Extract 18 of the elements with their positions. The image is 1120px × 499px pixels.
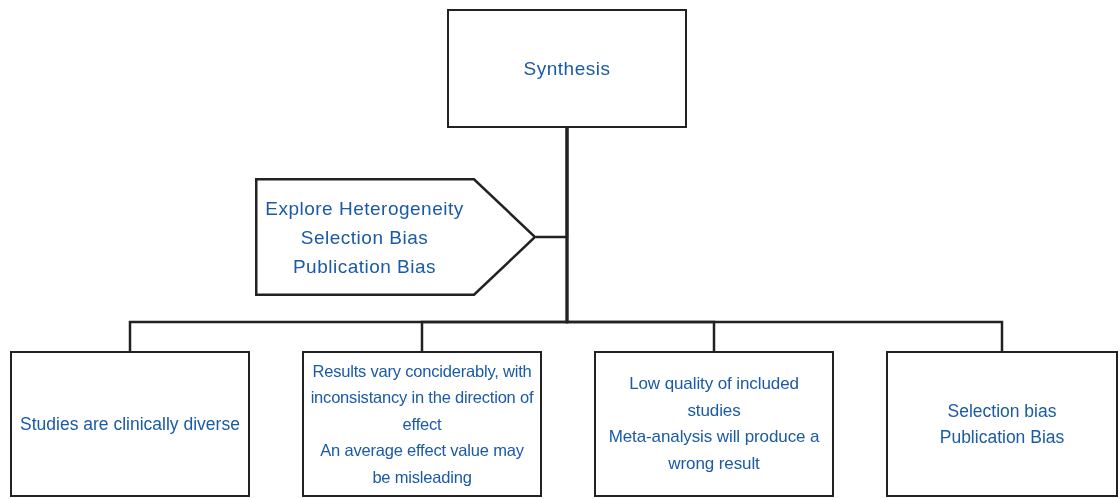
- process-box: [886, 351, 1118, 497]
- node-text: Meta-analysis will produce a wrong result: [607, 426, 821, 475]
- connector-line: [565, 128, 1004, 351]
- node-text: Synthesis: [523, 56, 611, 81]
- process-box: [447, 9, 687, 128]
- node-text: Selection bias: [947, 399, 1057, 423]
- node-text: Publication Bias: [939, 426, 1065, 449]
- process-box: [594, 351, 834, 497]
- node-text: An average effect value may be misleading: [319, 440, 525, 488]
- node-text: Results vary conciderably, with inconsistancy in the direction of effect: [310, 360, 534, 435]
- node-text: Explore Heterogeneity: [265, 196, 464, 221]
- node-text: Publication Bias: [292, 254, 437, 279]
- process-box: [302, 351, 542, 497]
- pentagon-box: [255, 178, 536, 296]
- node-text: Selection Bias: [300, 225, 429, 250]
- process-box: [10, 351, 250, 497]
- node-text: Low quality of included studies: [628, 373, 800, 422]
- node-text: Studies are clinically diverse: [20, 412, 240, 436]
